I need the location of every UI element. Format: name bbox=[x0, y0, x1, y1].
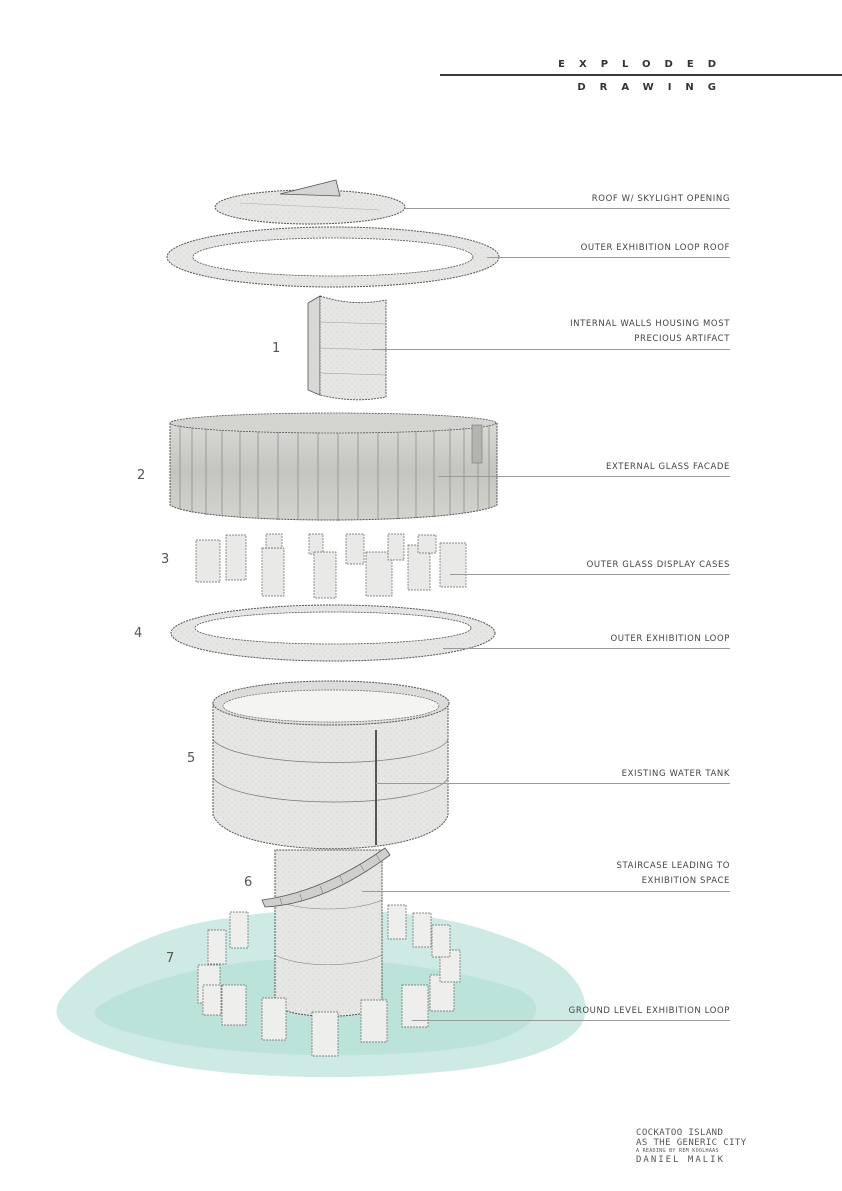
leader-line-roof bbox=[405, 208, 730, 209]
water-tank bbox=[212, 680, 450, 850]
leader-line-loop-roof bbox=[487, 257, 730, 258]
outer-exhibition-loop bbox=[170, 604, 496, 662]
roof-skylight bbox=[214, 179, 406, 225]
callout-label-internal-walls: INTERNAL WALLS HOUSING MOST PRECIOUS ART… bbox=[570, 319, 730, 344]
leader-line-display-cases bbox=[450, 574, 730, 575]
callout-number-2: 2 bbox=[137, 468, 146, 483]
outer-display-cases bbox=[195, 533, 467, 599]
internal-walls bbox=[307, 295, 387, 401]
leader-line-water-tank bbox=[376, 783, 730, 784]
callout-number-6: 6 bbox=[244, 875, 253, 890]
callout-label-roof: ROOF W/ SKYLIGHT OPENING bbox=[591, 194, 730, 204]
header-rule bbox=[440, 74, 842, 76]
leader-line-staircase bbox=[362, 891, 730, 892]
leader-line-glass-facade bbox=[438, 476, 730, 477]
callout-label-staircase: STAIRCASE LEADING TO EXHIBITION SPACE bbox=[616, 861, 730, 886]
leader-line-ground-loop bbox=[412, 1020, 730, 1021]
glass-facade bbox=[169, 412, 498, 521]
callout-label-outer-loop: OUTER EXHIBITION LOOP bbox=[610, 634, 730, 644]
leader-line-internal-walls bbox=[372, 349, 730, 350]
staircase bbox=[261, 847, 391, 908]
callout-label-display-cases: OUTER GLASS DISPLAY CASES bbox=[586, 560, 730, 570]
callout-label-glass-facade: EXTERNAL GLASS FACADE bbox=[606, 462, 730, 472]
credits-line3: A READING BY REM KOOLHAAS bbox=[636, 1148, 719, 1154]
ground-display-cases bbox=[197, 904, 461, 1057]
callout-number-4: 4 bbox=[134, 626, 143, 641]
callout-label-ground-loop: GROUND LEVEL EXHIBITION LOOP bbox=[568, 1006, 730, 1016]
credits-line4: DANIEL MALIK bbox=[636, 1155, 726, 1165]
callout-label-loop-roof: OUTER EXHIBITION LOOP ROOF bbox=[580, 243, 730, 253]
callout-number-3: 3 bbox=[161, 552, 170, 567]
header-title-line2: DRAWING bbox=[577, 82, 730, 93]
leader-line-outer-loop bbox=[443, 648, 730, 649]
credits-line1: COCKATOO ISLAND bbox=[636, 1128, 724, 1138]
credits-block: COCKATOO ISLAND AS THE GENERIC CITY A RE… bbox=[636, 1128, 747, 1165]
tank-shaft bbox=[274, 849, 383, 1017]
callout-number-7: 7 bbox=[166, 951, 175, 966]
callout-number-5: 5 bbox=[187, 751, 196, 766]
header-title-line1: EXPLODED bbox=[558, 59, 730, 70]
credits-line2: AS THE GENERIC CITY bbox=[636, 1138, 747, 1148]
callout-number-1: 1 bbox=[272, 341, 281, 356]
outer-loop-roof-ring bbox=[166, 226, 500, 288]
callout-label-water-tank: EXISTING WATER TANK bbox=[621, 769, 730, 779]
